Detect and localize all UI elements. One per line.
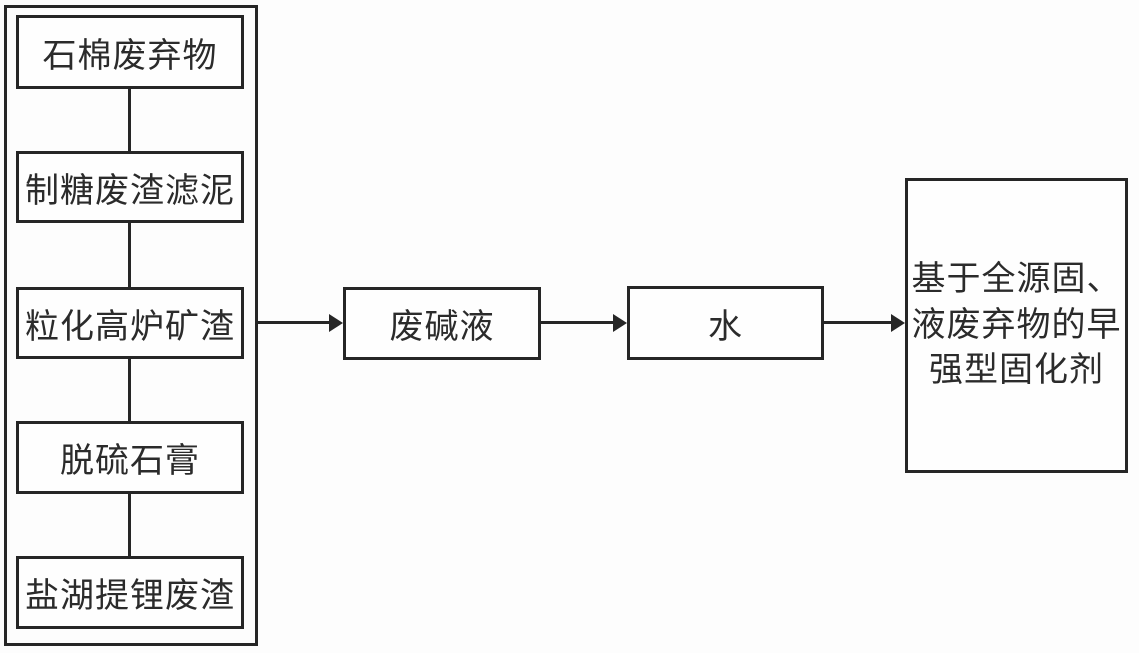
source-group-box [4,5,258,646]
connector-line [128,359,131,421]
arrow-line [540,321,614,324]
node-salt-lake-lithium-extraction-residue: 盐湖提锂废渣 [16,556,244,629]
node-asbestos-waste: 石棉废弃物 [16,15,244,89]
node-sugar-refining-residue-filter-mud: 制糖废渣滤泥 [16,151,244,223]
result-line: 强型固化剂 [929,351,1104,390]
node-water: 水 [627,286,824,360]
node-desulfurization-gypsum: 脱硫石膏 [16,421,244,494]
connector-line [128,223,131,287]
node-granulated-blast-furnace-slag: 粒化高炉矿渣 [16,287,244,359]
arrow-line [823,321,892,324]
arrow-right-icon [329,313,343,332]
node-early-strength-curing-agent: 基于全源固、 液废弃物的早 强型固化剂 [905,178,1128,473]
node-waste-alkali-liquid: 废碱液 [343,287,541,360]
arrow-line [257,321,330,324]
connector-line [128,89,131,151]
arrow-right-icon [891,313,905,332]
result-line: 基于全源固、 [911,259,1122,298]
arrow-right-icon [613,313,627,332]
result-line: 液废弃物的早 [911,305,1122,344]
connector-line [128,494,131,556]
